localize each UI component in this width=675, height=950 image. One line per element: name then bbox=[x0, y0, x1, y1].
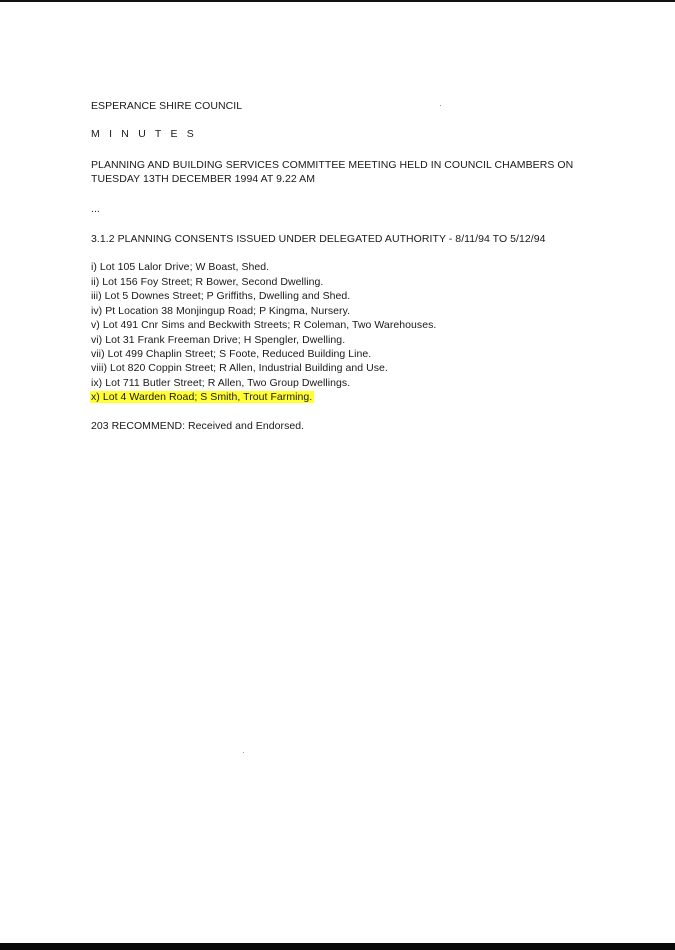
consent-item-highlighted: x) Lot 4 Warden Road; S Smith, Trout Far… bbox=[90, 390, 315, 404]
scan-speck bbox=[243, 752, 244, 753]
meeting-heading-line-2: TUESDAY 13TH DECEMBER 1994 AT 9.22 AM bbox=[91, 173, 315, 185]
recommendation: 203 RECOMMEND: Received and Endorsed. bbox=[91, 420, 305, 432]
council-name: ESPERANCE SHIRE COUNCIL bbox=[91, 100, 243, 112]
ellipsis: ... bbox=[91, 203, 100, 215]
section-heading: 3.1.2 PLANNING CONSENTS ISSUED UNDER DEL… bbox=[91, 233, 546, 245]
consent-item: vi) Lot 31 Frank Freeman Drive; H Spengl… bbox=[91, 334, 346, 346]
scan-edge-top bbox=[0, 0, 675, 2]
document-type: M I N U T E S bbox=[91, 128, 197, 140]
consent-item: v) Lot 491 Cnr Sims and Beckwith Streets… bbox=[91, 319, 437, 331]
consent-item: i) Lot 105 Lalor Drive; W Boast, Shed. bbox=[91, 261, 270, 273]
consent-item: ix) Lot 711 Butler Street; R Allen, Two … bbox=[91, 377, 351, 389]
meeting-heading-line-1: PLANNING AND BUILDING SERVICES COMMITTEE… bbox=[91, 159, 574, 171]
consent-item: iv) Pt Location 38 Monjingup Road; P Kin… bbox=[91, 305, 351, 317]
consent-item: ii) Lot 156 Foy Street; R Bower, Second … bbox=[91, 276, 324, 288]
highlight-mark: x) Lot 4 Warden Road; S Smith, Trout Far… bbox=[90, 391, 315, 403]
consent-item: vii) Lot 499 Chaplin Street; S Foote, Re… bbox=[91, 348, 372, 360]
consent-item: iii) Lot 5 Downes Street; P Griffiths, D… bbox=[91, 290, 351, 302]
scan-speck bbox=[440, 105, 441, 106]
scan-edge-bottom bbox=[0, 943, 675, 950]
consent-item: viii) Lot 820 Coppin Street; R Allen, In… bbox=[91, 362, 388, 374]
